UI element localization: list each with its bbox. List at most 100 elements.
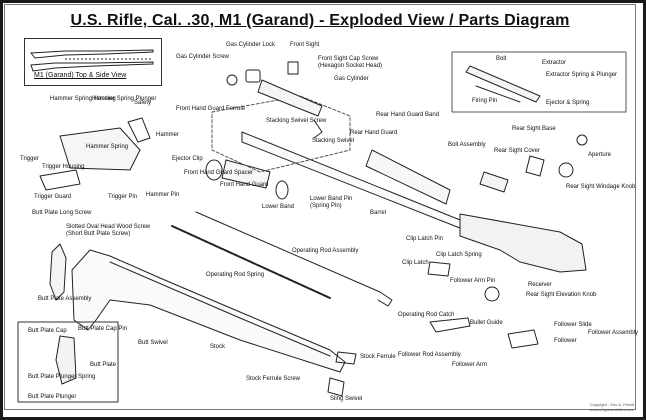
- operating-rod-part: [195, 211, 393, 307]
- label-rear-sight-cover: Rear Sight Cover: [494, 148, 541, 154]
- rear-hand-guard-part: [365, 149, 451, 205]
- label-ejector-spring: Ejector & Spring: [546, 100, 590, 106]
- label-gas-cylinder-lock: Gas Cylinder Lock: [226, 42, 276, 48]
- barrel-part: [241, 131, 471, 233]
- label-front-hand-guard-spacer: Front Hand Guard Spacer: [184, 170, 254, 176]
- follower-arm-part: [429, 317, 471, 333]
- label-hammer-spring-housing: Hammer Spring Housing: [50, 96, 116, 102]
- label-front-sight: Front Sight: [290, 42, 320, 48]
- label-butt-plate-long-screw: Butt Plate Long Screw: [32, 210, 92, 216]
- label-stock: Stock: [210, 344, 226, 350]
- gas-cylinder-part: [257, 79, 323, 117]
- stacking-swivel-part: [313, 119, 323, 139]
- receiver-part: [459, 213, 587, 273]
- trigger-group-part: [59, 127, 141, 171]
- trigger-guard-part: [39, 169, 81, 191]
- label-operating-rod-assembly: Operating Rod Assembly: [292, 248, 359, 254]
- label-receiver: Receiver: [528, 282, 552, 288]
- label-butt-plate-cap: Butt Plate Cap: [28, 328, 67, 334]
- label-operating-rod-catch: Operating Rod Catch: [398, 312, 455, 318]
- stock-inner-line: [109, 261, 331, 357]
- lower-band-part: [275, 180, 289, 200]
- stock-ferrule-part: [335, 351, 357, 365]
- label-rear-sight-windage-knob: Rear Sight Windage Knob: [566, 184, 636, 190]
- elevation-knob-part: [484, 286, 500, 302]
- clip-latch-part: [427, 261, 451, 277]
- label-sling-swivel: Sling Swivel: [330, 396, 363, 402]
- label-butt-swivel: Butt Swivel: [138, 340, 168, 346]
- label-slotted-oval-head-wood-screw: Slotted Oval Head Wood Screw: [66, 224, 151, 230]
- label-follower-arm-pin: Follower Arm Pin: [450, 278, 496, 284]
- label-hammer-spring: Hammer Spring: [86, 144, 129, 150]
- label-hexagon-socket-head: (Hexagon Socket Head): [318, 63, 383, 69]
- label-hammer: Hammer: [156, 132, 180, 138]
- label-short-butt-plate-screw: (Short Butt Plate Screw): [66, 231, 131, 237]
- label-gas-cylinder: Gas Cylinder: [334, 76, 369, 82]
- label-firing-pin: Firing Pin: [472, 98, 498, 104]
- label-follower-rod-assembly: Follower Rod Assembly: [398, 352, 461, 358]
- butt-plate-detail-box: [17, 321, 119, 403]
- bolt-assembly-part: [479, 171, 509, 193]
- diagram-title: U.S. Rifle, Cal. .30, M1 (Garand) - Expl…: [70, 12, 570, 29]
- front-sight-part: [287, 61, 299, 75]
- gas-cylinder-lock-part: [245, 69, 261, 83]
- label-trigger-housing: Trigger Housing: [42, 164, 85, 170]
- label-stock-ferrule: Stock Ferrule: [360, 354, 396, 360]
- rear-sight-cover-part: [525, 155, 545, 177]
- label-bullet-guide: Bullet Guide: [470, 320, 503, 326]
- label-operating-rod-spring: Operating Rod Spring: [206, 272, 265, 278]
- label-hammer-pin: Hammer Pin: [146, 192, 180, 198]
- label-aperture: Aperture: [588, 152, 612, 158]
- label-stacking-swivel: Stacking Swivel: [312, 138, 355, 144]
- rear-sight-windage-knob-part: [558, 162, 574, 178]
- label-gas-cylinder-screw: Gas Cylinder Screw: [176, 54, 230, 60]
- label-safety: Safety: [134, 100, 152, 106]
- gas-group-box: [211, 95, 351, 173]
- label-stock-ferrule-screw: Stock Ferrule Screw: [246, 376, 301, 382]
- follower-part: [507, 329, 539, 349]
- label-hammer-spring-plunger: Hammer Spring Plunger: [92, 96, 157, 102]
- label-spring-pin: (Spring Pin): [310, 203, 342, 209]
- label-butt-plate-plunger-spring: Butt Plate Plunger Spring: [28, 374, 96, 380]
- top-side-view-inset: [24, 38, 162, 86]
- credit-line-2: www.m1garandrifles.com: [589, 407, 634, 412]
- label-front-sight-cap-screw: Front Sight Cap Screw: [318, 56, 379, 62]
- label-extractor-spring-plunger: Extractor Spring & Plunger: [546, 72, 618, 78]
- label-barrel: Barrel: [370, 210, 387, 216]
- credit-line-1: Copyright - Eric A. Pewitt: [589, 402, 634, 407]
- label-clip-latch: Clip Latch: [402, 260, 429, 266]
- copyright-credit: Copyright - Eric A. Pewitt www.m1garandr…: [589, 402, 634, 412]
- label-front-hand-guard: Front Hand Guard: [220, 182, 269, 188]
- diagram-inner-border: [4, 4, 636, 410]
- aperture-part: [576, 134, 588, 146]
- label-follower: Follower: [554, 338, 577, 344]
- label-stacking-swivel-screw: Stacking Swivel Screw: [266, 118, 327, 124]
- gas-cylinder-screw-part: [226, 74, 238, 86]
- label-bolt: Bolt: [496, 56, 507, 62]
- label-trigger-guard: Trigger Guard: [34, 194, 72, 200]
- sling-swivel-part: [327, 377, 345, 397]
- label-rear-hand-guard: Rear Hand Guard: [350, 130, 398, 136]
- bolt-detail-drawing: [465, 65, 541, 103]
- label-trigger: Trigger: [20, 156, 39, 162]
- bolt-detail-box: [451, 51, 627, 113]
- hammer-part: [127, 117, 151, 143]
- label-follower-assembly: Follower Assembly: [588, 330, 639, 336]
- label-butt-plate-plunger: Butt Plate Plunger: [28, 394, 77, 400]
- label-clip-latch-pin: Clip Latch Pin: [406, 236, 444, 242]
- firing-pin-part: [475, 85, 521, 103]
- label-butt-plate-assembly: Butt Plate Assembly: [38, 296, 92, 302]
- ferrule-part: [205, 159, 223, 181]
- label-lower-band-pin: Lower Band Pin: [310, 196, 353, 202]
- label-trigger-pin: Trigger Pin: [108, 194, 138, 200]
- rifle-silhouette-icon: [30, 49, 154, 72]
- label-clip-latch-spring: Clip Latch Spring: [436, 252, 482, 258]
- label-rear-sight-base: Rear Sight Base: [512, 126, 556, 132]
- butt-plate-detail: [55, 335, 77, 385]
- label-ejector-clip: Ejector Clip: [172, 156, 203, 162]
- label-extractor: Extractor: [542, 60, 567, 66]
- label-follower-slide: Follower Slide: [554, 322, 592, 328]
- stock-part: [71, 249, 346, 373]
- label-front-hand-guard-ferrule: Front Hand Guard Ferrule: [176, 106, 246, 112]
